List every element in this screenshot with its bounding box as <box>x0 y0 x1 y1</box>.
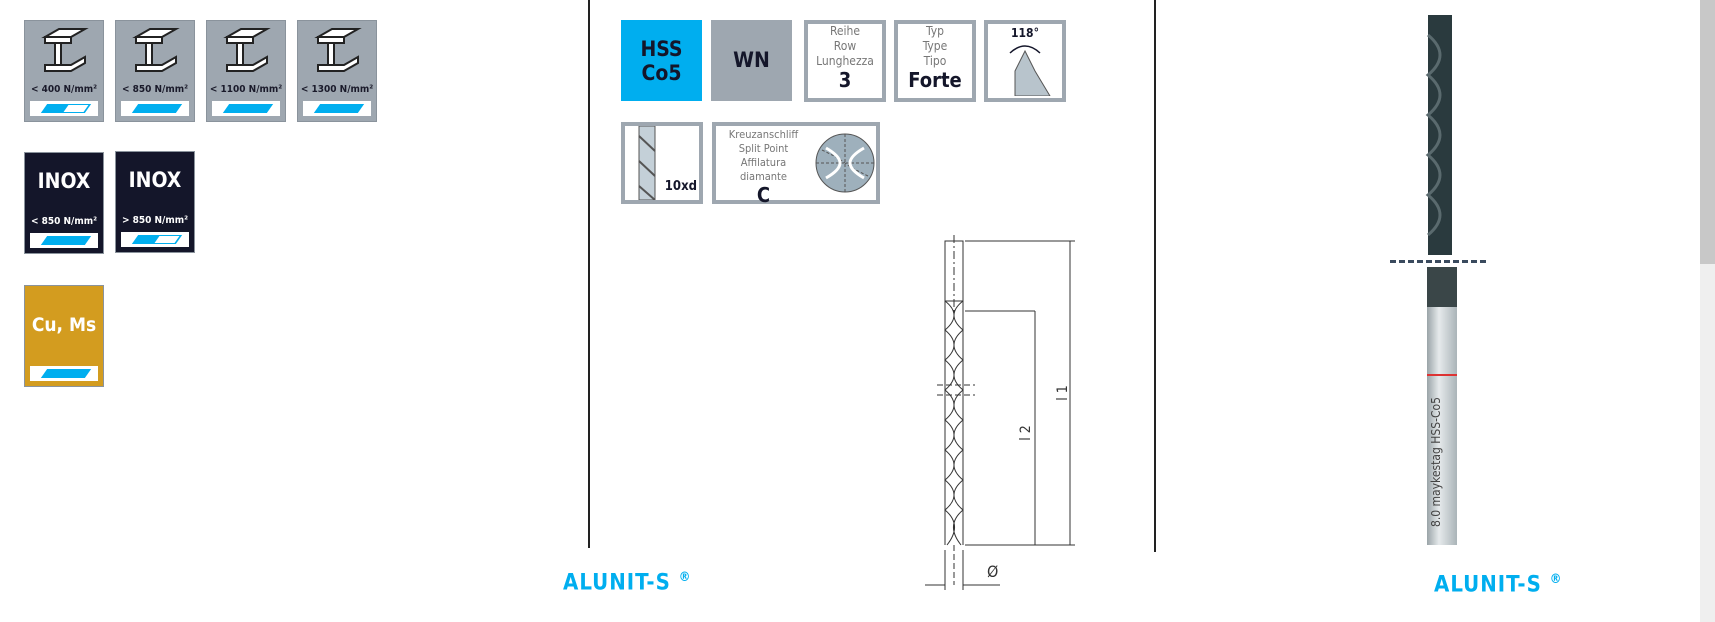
row-value: 3 <box>838 68 852 92</box>
i-beam-icon <box>223 28 271 72</box>
type-label-en: Type <box>922 39 948 53</box>
dimension-diameter: Ø <box>987 562 999 581</box>
strength-label: > 850 N/mm² <box>121 215 189 226</box>
drill-photo: 8.0 maykestag HSS-Co5 <box>1420 15 1460 545</box>
strength-label: < 850 N/mm² <box>121 84 189 95</box>
type-box: Typ Type Tipo Forte <box>894 20 976 102</box>
drill-tip-icon <box>1009 45 1051 97</box>
suitability-bar <box>30 233 98 248</box>
row-label-en: Row <box>833 39 857 53</box>
material-cu-ms: Cu, Ms <box>24 285 104 387</box>
split-point-icon <box>815 133 875 193</box>
drill-flute-icon <box>638 126 656 200</box>
material-steel-850: < 850 N/mm² <box>115 20 195 122</box>
strength-label: < 400 N/mm² <box>30 84 98 95</box>
material-line1: HSS <box>640 37 683 61</box>
cu-ms-title: Cu, Ms <box>31 314 97 336</box>
material-steel-400: < 400 N/mm² <box>24 20 104 122</box>
material-line2: Co5 <box>641 61 682 85</box>
shank-coated <box>1427 267 1457 307</box>
point-label-de: Kreuzanschliff <box>728 128 799 141</box>
material-steel-1100: < 1100 N/mm² <box>206 20 286 122</box>
i-beam-icon <box>41 28 89 72</box>
row-label-de: Reihe <box>829 24 861 38</box>
red-ring <box>1427 374 1457 376</box>
row-label-it: Lunghezza <box>816 54 874 68</box>
point-label-en: Split Point <box>738 142 789 155</box>
material-inox-low: INOX < 850 N/mm² <box>24 152 104 254</box>
suitability-bar <box>30 101 98 116</box>
i-beam-icon <box>314 28 362 72</box>
split-point-box: Kreuzanschliff Split Point Affilatura di… <box>712 122 880 207</box>
material-steel-1300: < 1300 N/mm² <box>297 20 377 122</box>
drill-flutes-image <box>1425 15 1452 255</box>
strength-label: < 1300 N/mm² <box>300 84 374 95</box>
scrollbar-thumb[interactable] <box>1700 0 1715 264</box>
depth-box: 10xd <box>621 122 703 204</box>
inox-title: INOX <box>128 168 182 192</box>
shank-marking: 8.0 maykestag HSS-Co5 <box>1429 396 1443 528</box>
scrollbar[interactable] <box>1700 0 1715 622</box>
type-label-it: Tipo <box>923 54 947 68</box>
point-angle-box: 118° <box>984 20 1066 102</box>
i-beam-icon <box>132 28 180 72</box>
depth-value: 10xd <box>664 179 697 194</box>
product-name: ALUNIT-S ® <box>563 570 692 596</box>
angle-value: 118° <box>1011 26 1039 40</box>
divider <box>588 0 590 548</box>
material-badge: HSS Co5 <box>621 20 702 101</box>
dimension-l1: l 1 <box>1054 385 1071 401</box>
technical-drawing <box>925 235 1075 590</box>
type-value: Forte <box>908 68 962 92</box>
material-inox-high: INOX > 850 N/mm² <box>115 151 195 253</box>
suitability-bar <box>30 366 98 381</box>
point-value: C <box>756 183 771 207</box>
strength-label: < 850 N/mm² <box>30 216 98 227</box>
suitability-bar <box>303 101 371 116</box>
suitability-bar <box>121 101 189 116</box>
point-label-it: Affilatura diamante <box>739 156 788 183</box>
shank <box>1427 307 1457 545</box>
product-name: ALUNIT-S ® <box>1434 572 1563 598</box>
standard-badge: WN <box>711 20 792 101</box>
row-box: Reihe Row Lunghezza 3 <box>804 20 886 102</box>
suitability-bar <box>121 232 189 247</box>
inox-title: INOX <box>37 169 91 193</box>
suitability-bar <box>212 101 280 116</box>
cut-line <box>1390 260 1486 263</box>
type-label-de: Typ <box>926 24 944 38</box>
strength-label: < 1100 N/mm² <box>209 84 283 95</box>
dimension-l2: l 2 <box>1017 425 1034 441</box>
divider <box>1154 0 1156 552</box>
